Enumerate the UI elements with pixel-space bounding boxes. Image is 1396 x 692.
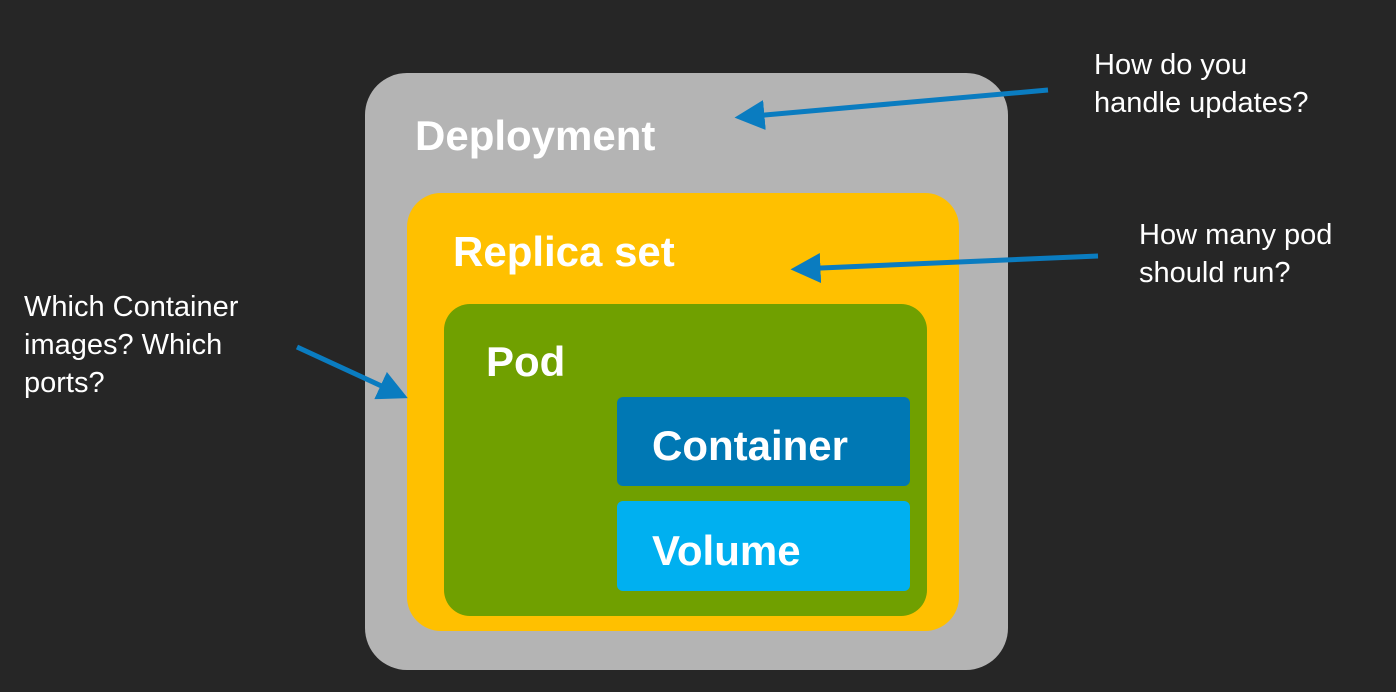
volume-box	[617, 501, 910, 591]
volume-label: Volume	[652, 527, 801, 574]
annotation-pod-count: How many pod should run?	[1139, 219, 1333, 289]
pod-label: Pod	[486, 338, 566, 385]
deployment-label: Deployment	[415, 112, 656, 159]
annotation-updates: How do you handle updates?	[1094, 49, 1309, 119]
container-label: Container	[652, 422, 849, 469]
annotation-container-images: Which Container images? Which ports?	[24, 291, 239, 399]
container-box	[617, 397, 910, 486]
replica-set-label: Replica set	[453, 228, 675, 275]
